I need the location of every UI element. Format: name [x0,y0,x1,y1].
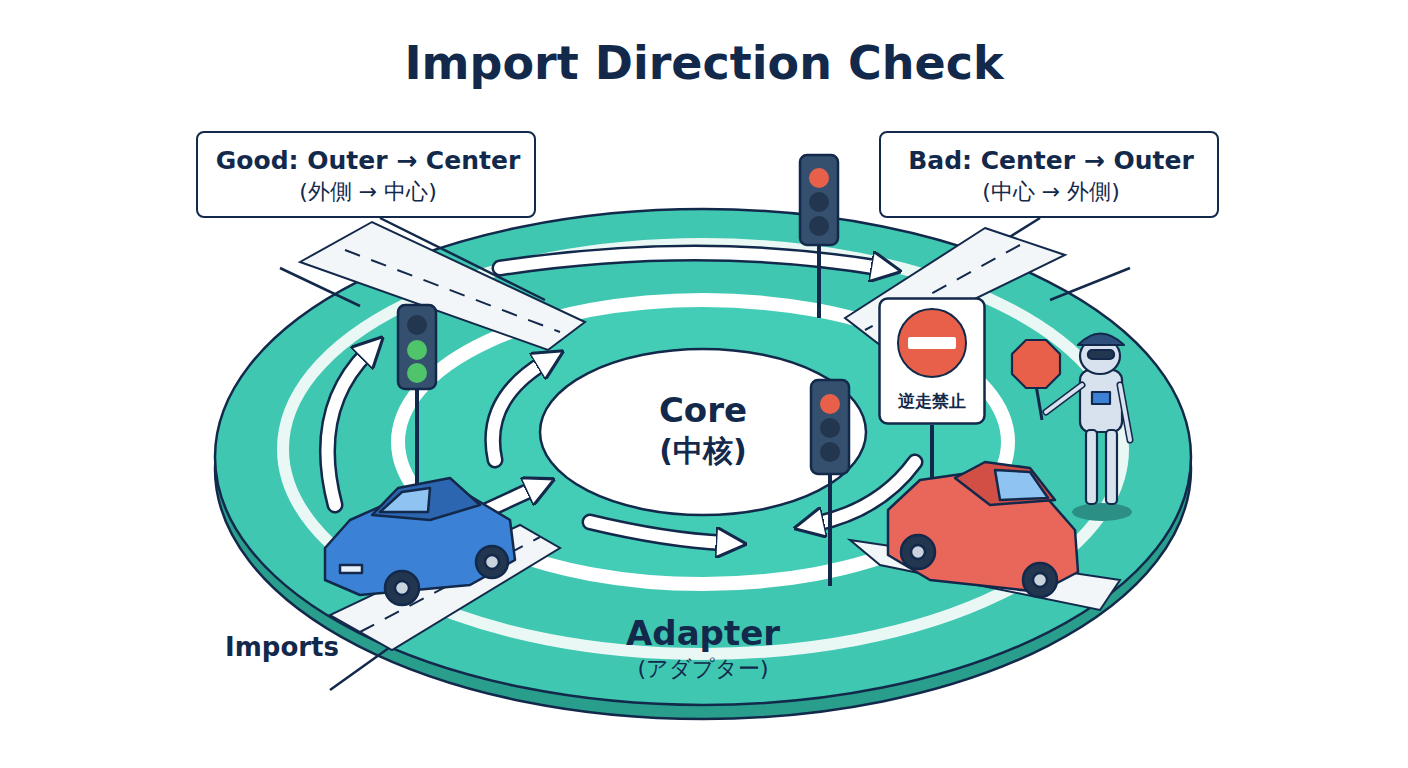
core-ellipse: Core(中核) [538,347,868,517]
core-ellipse [540,349,866,515]
no-entry-bar [908,337,956,349]
callout-box: Bad: Center → Outer(中心 → 外側) [879,131,1219,218]
node-heading: Good: Outer → Center [198,145,538,177]
node-heading: 逆走禁止 [878,389,986,413]
core-shape [538,347,868,517]
diagram-title: Import Direction Check [0,36,1408,90]
lane-line [398,300,1008,584]
no-entry-sign: 逆走禁止 [878,297,986,425]
node-subtext: (アダプター) [553,654,853,684]
no-entry-circle [898,309,966,377]
node-subtext: (中心 → 外側) [881,177,1221,207]
node-subtext: (中核) [538,431,868,471]
text-group: Bad: Center → Outer(中心 → 外側) [881,145,1221,207]
text-group: 逆走禁止 [878,389,986,413]
adapter-ring: Adapter(アダプター) Core(中核) [213,207,1193,723]
node-heading: Adapter [553,612,853,654]
node-heading: Core [538,389,868,431]
text-group: Good: Outer → Center(外側 → 中心) [198,145,538,207]
callout-box: Good: Outer → Center(外側 → 中心) [196,131,536,218]
road-label: Imports [225,632,339,662]
text-group: Core(中核) [538,389,868,471]
node-heading: Bad: Center → Outer [881,145,1221,177]
node-subtext: (外側 → 中心) [198,177,538,207]
text-group: Adapter(アダプター) [553,612,853,684]
ring-surface [215,209,1191,705]
lane-line [283,244,1123,654]
